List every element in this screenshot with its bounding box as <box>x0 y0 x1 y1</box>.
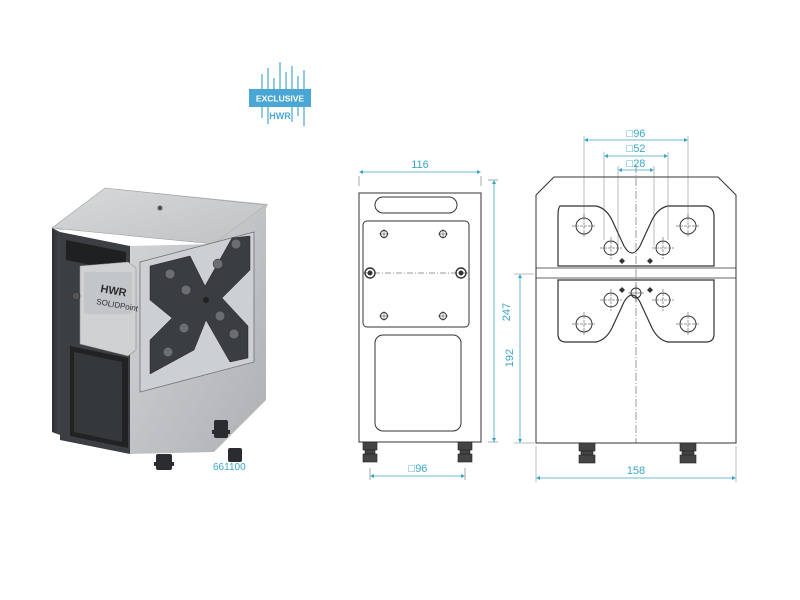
badge-line1: EXCLUSIVE <box>256 94 305 104</box>
front-plate-holes <box>364 229 467 321</box>
front-outline <box>358 192 482 443</box>
top-hole <box>157 205 163 211</box>
front-feet <box>362 441 473 463</box>
dim-side-top-outer: □96 <box>627 128 646 140</box>
side-dimensions <box>514 136 737 482</box>
part-number: 661100 <box>213 462 246 473</box>
brand-name: HWR <box>99 283 127 299</box>
front-plate <box>362 220 470 328</box>
dim-front-base: □96 <box>409 463 428 475</box>
side-upper-pad <box>557 205 715 267</box>
side-feet <box>578 442 697 464</box>
badge-lines-icon <box>261 62 305 126</box>
dim-side-height: 192 <box>504 349 516 367</box>
product-photo: HWR SOLIDPoint 661100 <box>51 187 268 473</box>
side-diamond-markers <box>619 258 653 293</box>
front-view <box>358 192 482 463</box>
front-dimensions <box>358 170 498 480</box>
side-outline <box>535 176 737 444</box>
dim-side-top-mid: □52 <box>627 143 646 155</box>
side-knob <box>71 291 81 301</box>
front-top-slot <box>374 196 458 214</box>
side-holes <box>572 214 700 336</box>
badge-box <box>249 89 311 107</box>
side-view <box>535 165 737 464</box>
exclusive-badge: EXCLUSIVE HWR <box>249 62 311 126</box>
dim-side-width: 158 <box>627 465 645 477</box>
dim-side-top-inner: □28 <box>627 158 646 170</box>
dim-front-height: 247 <box>501 303 513 321</box>
bottom-pins <box>154 420 242 470</box>
brand-panel <box>84 272 132 314</box>
front-lower-window <box>374 334 462 432</box>
side-lower-pad <box>557 279 715 343</box>
clamping-pads <box>149 235 251 375</box>
badge-line2: HWR <box>269 111 291 121</box>
dim-front-width: 116 <box>411 159 429 171</box>
